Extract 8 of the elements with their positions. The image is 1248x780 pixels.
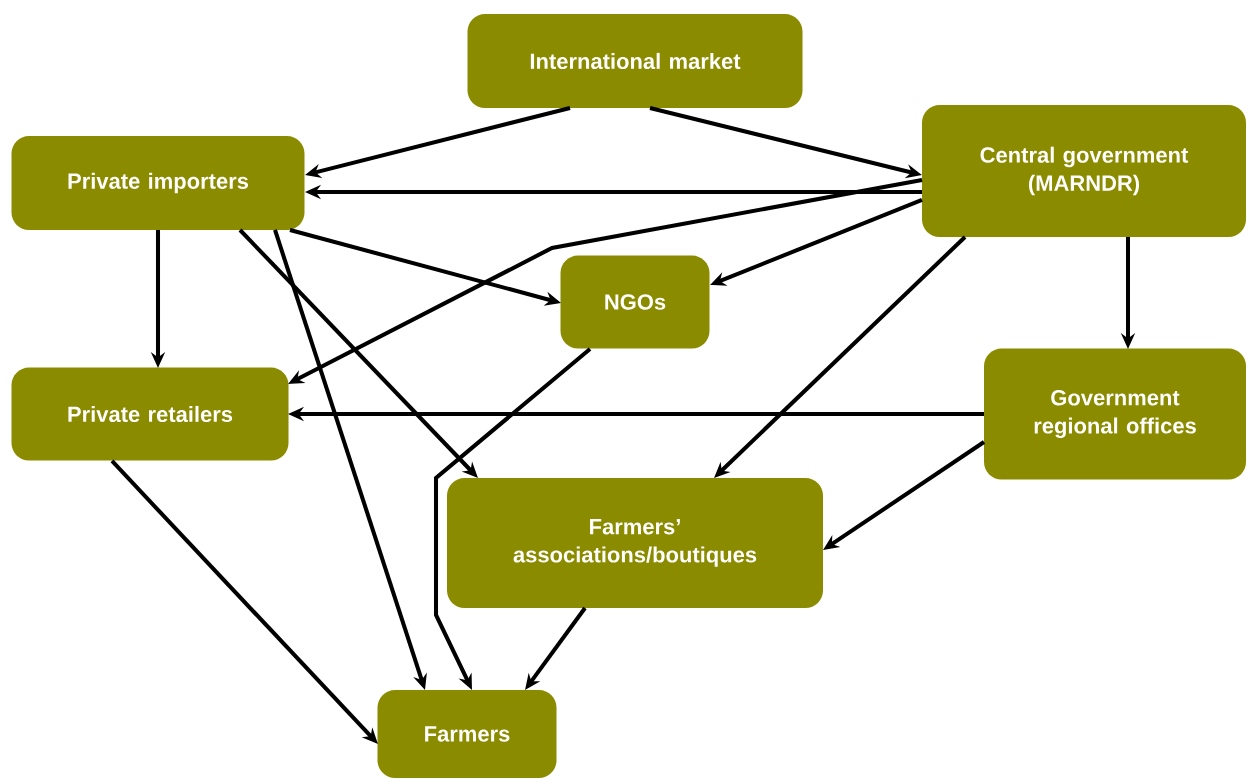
process-box: Farmers bbox=[377, 690, 557, 778]
process-box: Government regional offices bbox=[984, 348, 1246, 480]
process-box: International market bbox=[467, 14, 803, 108]
process-box: Private importers bbox=[11, 136, 305, 230]
process-box: Private retailers bbox=[11, 367, 289, 461]
process-box: NGOs bbox=[560, 255, 710, 349]
process-box: Central government (MARNDR) bbox=[922, 105, 1246, 237]
process-box: Farmers’ associations/boutiques bbox=[447, 478, 823, 608]
